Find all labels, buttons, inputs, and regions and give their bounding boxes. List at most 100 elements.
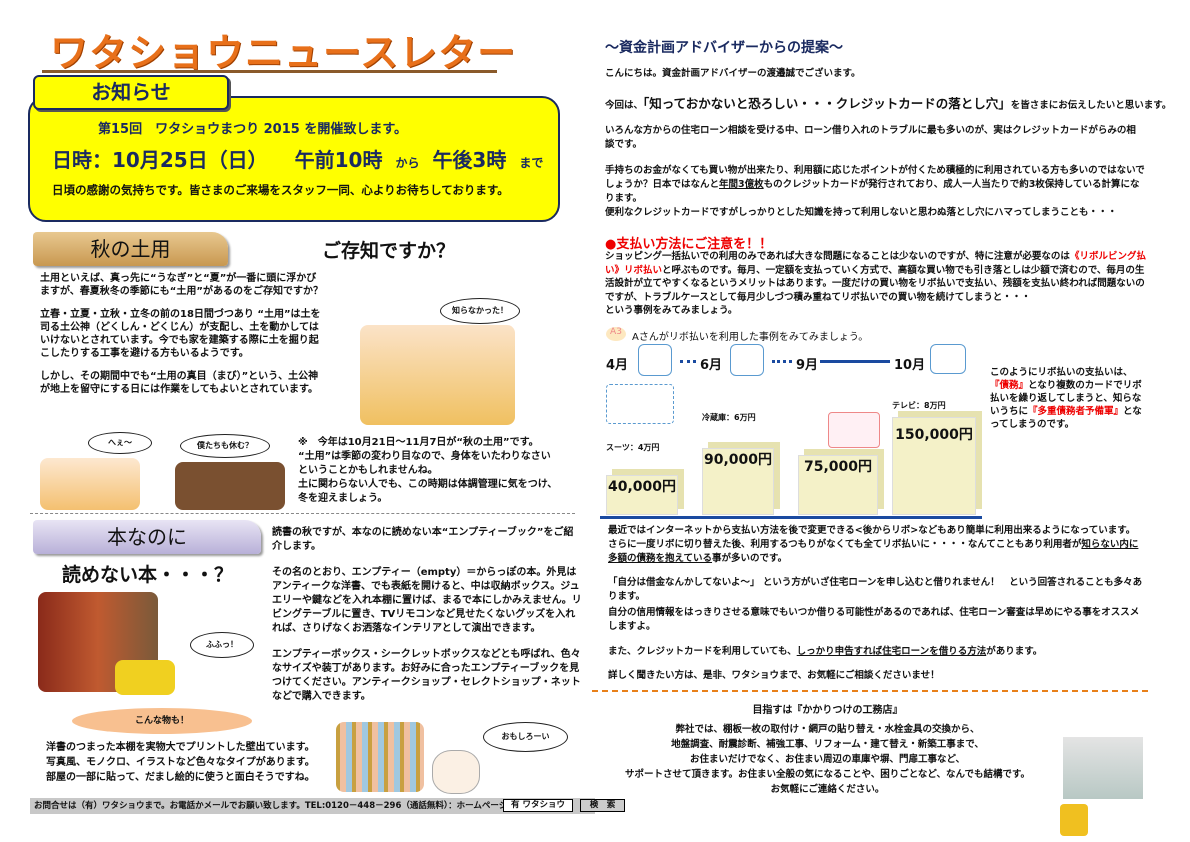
summary-red: 『多重債務者予備軍』 (1028, 406, 1124, 417)
balance-box: 150,000円 (892, 417, 976, 515)
summary-red: 『債務』 (990, 380, 1029, 391)
q1-underline: 知らない内に多額の債務を抱えている (608, 539, 1139, 564)
revolving-term: 《リボルビング払い》リボ払い (605, 251, 1146, 276)
p2-underline: 年間3億枚 (719, 179, 764, 190)
arrow-icon (820, 360, 890, 363)
book-p1: 読書の秋ですが、本なのに読めない本“エンプティーブック”をご紹介します。 (272, 527, 574, 552)
company-line: お気軽にご連絡ください。 (770, 784, 885, 795)
welcome-line: 日頃の感謝の気持ちです。皆さまのご来場をスタッフ一同、心よりお待ちしております。 (52, 183, 509, 197)
from-text: から (395, 156, 420, 170)
doyou-p1: 土用といえば、真っ先に“うなぎ”と“夏”が一番に頭に浮かびますが、春夏秋冬の季節… (40, 273, 323, 297)
q4-text: また、クレジットカードを利用していても、 (608, 646, 797, 657)
summary-text: このようにリボ払いの支払いは、 (990, 367, 1133, 378)
caution-text: と呼ぶものです。毎月、一定額を支払っていく方式で、高額な買い物でも引き落としは少… (605, 264, 1145, 303)
box-illustration (115, 660, 175, 695)
newsletter-title: ワタショウニュースレター (50, 31, 517, 75)
balance-box: 90,000円 (702, 448, 774, 515)
note-line: ということかもしれませんね。 (298, 465, 438, 476)
notice-tab: お知らせ (33, 75, 229, 110)
date-label: 日時：10月25日（日） (52, 148, 268, 172)
book-p2: その名のとおり、エンプティー（empty）＝からっぽの本。外見はアンティークな洋… (272, 567, 582, 634)
company-line: サポートさせて頂きます。お住まい全般の気になることや、困りごとなど、なんでも結構… (624, 769, 1031, 780)
mascot-icon (1060, 804, 1088, 836)
company-body: 弊社では、棚板一枚の取付け・網戸の貼り替え・水栓金具の交換から、 地盤調査、耐震… (600, 722, 1055, 797)
arrow-icon (772, 360, 792, 363)
notice-box: 第15回 ワタショウまつり 2015 を開催致します。 日時：10月25日（日）… (28, 96, 560, 222)
arrow-icon (680, 360, 696, 363)
p4-line: 洋書のつまった本棚を実物大でプリントした壁出ています。 (46, 742, 315, 753)
balance-amount: 40,000円 (607, 479, 677, 495)
case-title: Aさんがリボ払いを利用した事例をみてみましょう。 (632, 332, 869, 343)
intro-bold: 「知っておかないと恐ろしい・・・クレジットカードの落とし穴」 (643, 96, 1011, 111)
month-label: 4月 (606, 358, 629, 373)
q4-text: があります。 (986, 646, 1043, 657)
festival-line: 第15回 ワタショウまつり 2015 を開催致します。 (98, 122, 408, 137)
tv-icon (930, 344, 966, 374)
suit-icon (638, 344, 672, 376)
speech-bubble: ふふっ！ (190, 632, 254, 658)
caution-text: という事例をみてみましょう。 (605, 305, 738, 316)
note-line: 冬を迎えましょう。 (298, 493, 388, 504)
end-time: 午後3時 (432, 148, 507, 172)
book-p4: 洋書のつまった本棚を実物大でプリントした壁出ています。 写真風、モノクロ、イラス… (46, 740, 315, 785)
girls-illustration (40, 458, 140, 510)
p4-line: 写真風、モノクロ、イラストなど色々なタイプがあります。 (46, 757, 315, 768)
summary-text: となり複数のカードでリボ払いを繰り返してしまうと、知らないうちに (990, 380, 1142, 417)
diagram-baseline (600, 516, 982, 519)
contact-footer: お問合せは（有）ワタショウまで。お電話かメールでお願い致します。TEL:0120… (30, 798, 595, 814)
balance-amount: 150,000円 (895, 427, 973, 443)
speech-bubble: へぇ～ (88, 432, 152, 454)
book-heading: 本なのに (33, 520, 261, 554)
book-body: 読書の秋ですが、本なのに読めない本“エンプティーブック”をご紹介します。 その名… (272, 526, 582, 704)
item-label: スーツ：4万円 (606, 443, 660, 452)
balance-box: 40,000円 (606, 475, 678, 515)
month-label: 9月 (796, 358, 819, 373)
advisor-heading: ～資金計画アドバイザーからの提案～ (605, 40, 843, 56)
advisor-intro: 今回は、「知っておかないと恐ろしい・・・クレジットカードの落とし穴」を皆さまにお… (605, 96, 1171, 113)
company-line: お住まいだけでなく、お住まい周辺の車庫や塀、門扉工事など、 (689, 754, 966, 765)
intro-text: を皆さまにお伝えしたいと思います。 (1010, 100, 1172, 111)
advisor-p2: 手持ちのお金がなくても買い物が出来たり、利用額に応じたポイントが付くため積極的に… (605, 164, 1145, 220)
doyou-heading: 秋の土用 (33, 232, 228, 266)
search-input[interactable]: 有 ワタショウ (503, 799, 573, 812)
note-box (606, 384, 674, 424)
until-text: まで (519, 156, 544, 170)
bookshelf-wallpaper-illustration (336, 722, 424, 792)
title-underline (42, 70, 497, 73)
note-line: “土用”は季節の変わり目なので、身体をいたわりなさい (298, 451, 551, 462)
month-label: 10月 (894, 358, 926, 373)
month-label: 6月 (700, 358, 723, 373)
caution-heading: ●支払い方法にご注意を！！ (605, 237, 773, 252)
warning-note (828, 412, 880, 448)
balance-amount: 90,000円 (703, 452, 773, 468)
intro-text: 今回は、 (605, 100, 644, 111)
search-button[interactable]: 検 索 (580, 799, 625, 812)
p2-text: ものクレジットカードが発行されており、成人一人当たりで約3枚保持している計算にな… (605, 179, 1140, 204)
section-divider (30, 513, 575, 514)
caution-body: ショッピング一括払いでの利用のみであれば大きな問題になることは少ないのですが、特… (605, 250, 1147, 318)
balance-amount: 75,000円 (803, 459, 873, 475)
advisor-q5: 詳しく聞きたい方は、是非、ワタショウまで、お気軽にご相談くださいませ！ (608, 670, 940, 681)
balance-box: 75,000円 (798, 455, 878, 515)
book-subheading: 読めない本・・・？ (62, 564, 234, 586)
doyou-subheading: ご存知ですか？ (322, 240, 456, 262)
caution-text: ショッピング一括払いでの利用のみであれば大きな問題になることは少ないのですが、特… (605, 251, 1070, 262)
item-label: 冷蔵庫：6万円 (702, 413, 756, 422)
advisor-p1: いろんな方からの住宅ローン相談を受ける中、ローン借り入れのトラブルに最も多いのが… (605, 125, 1136, 150)
p4-line: 部屋の一部に貼って、だまし絵的に使うと面白そうですね。 (46, 772, 315, 783)
note-line: 土に関わらない人でも、この時期は体調管理に気をつけ、 (298, 479, 558, 490)
p2-text: 手持ちのお金がなくても買い物が出来たり、利用額に応じたポイントが付くため積極的に… (605, 165, 1145, 190)
company-heading: 目指すは『かかりつけの工務店』 (752, 705, 903, 716)
speech-bubble: おもしろーい (483, 722, 568, 752)
q1-text: 最近ではインターネットから支払い方法を後で変更できる<後からリボ>などもあり簡単… (608, 525, 1136, 550)
advisor-q4: また、クレジットカードを利用していても、しっかり申告すれば住宅ローンを借りる方法… (608, 644, 1143, 659)
doyou-body: 土用といえば、真っ先に“うなぎ”と“夏”が一番に頭に浮かびますが、春夏秋冬の季節… (40, 272, 325, 396)
start-time: 午前10時 (294, 148, 383, 172)
item-label: テレビ：8万円 (892, 401, 946, 410)
advisor-greeting: こんにちは。資金計画アドバイザーの渡邉誠でございます。 (605, 68, 861, 79)
doyou-note: ※ 今年は10月21日～11月7日が“秋の土用”です。 “土用”は季節の変わり目… (298, 436, 557, 506)
revolving-diagram: 4月 6月 9月 10月 スーツ：4万円 冷蔵庫：6万円 テレビ：8万円 40,… (600, 342, 985, 520)
advisor-q3: 自分の信用情報をはっきりさせる意味でもいつか借りる可能性があるのであれば、住宅ロ… (608, 607, 1140, 632)
section-divider (592, 690, 1148, 692)
note-line: ※ 今年は10月21日～11月7日が“秋の土用”です。 (298, 437, 539, 448)
